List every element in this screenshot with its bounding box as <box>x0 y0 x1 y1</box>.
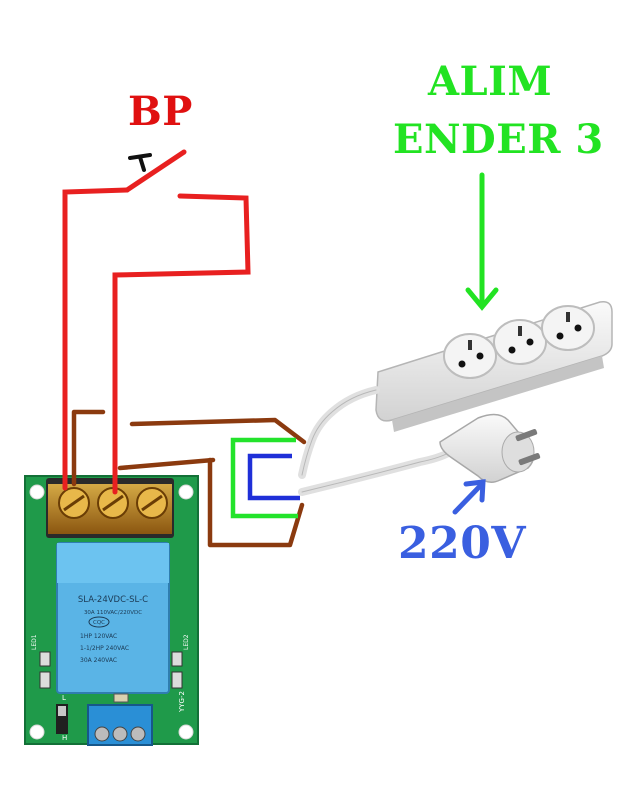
voltage-arrow <box>452 479 486 515</box>
brown-wire-top <box>71 409 106 487</box>
relay-rating-1: 30A 110VAC/220VDC <box>84 610 142 616</box>
brown-wire-middle <box>117 457 216 471</box>
led1 <box>39 651 51 667</box>
brown-wire-top-right <box>129 417 307 445</box>
outlet-3 <box>541 305 595 351</box>
plug-cable <box>298 448 454 496</box>
mount-hole-bl <box>29 724 45 740</box>
mains-voltage-label: 220V <box>398 518 526 569</box>
relay-cert: CQC <box>93 620 105 626</box>
push-button-icon <box>128 153 152 172</box>
blue-wire <box>247 453 300 501</box>
power-strip-cable <box>298 386 380 479</box>
mains-plug <box>298 413 541 496</box>
plug-pin-2 <box>518 453 541 466</box>
led2-label: LED2 <box>183 634 190 650</box>
terminal-screws <box>58 487 168 519</box>
relay-model: SLA-24VDC-SL-C <box>78 595 148 605</box>
relay-board: SLA-24VDC-SL-C 30A 110VAC/220VDC CQC 1HP… <box>24 475 199 746</box>
push-button-contact <box>124 149 187 193</box>
power-supply-label-line2: ENDER 3 <box>393 116 604 163</box>
red-wires <box>62 149 251 495</box>
outlet-1 <box>443 333 497 379</box>
power-supply-label-line1: ALIM <box>428 58 553 105</box>
red-wire-right <box>112 193 251 495</box>
pin-h-label: H <box>62 734 67 742</box>
plug-pin-1 <box>515 429 538 442</box>
led1-label: LED1 <box>31 634 38 650</box>
mount-hole-tr <box>178 484 194 500</box>
push-button-label: BP <box>128 88 193 135</box>
brown-wire-bottom <box>207 457 305 548</box>
power-strip <box>298 300 613 479</box>
green-wire <box>230 437 298 519</box>
pin-l-label: L <box>62 694 66 702</box>
board-code: YYG-2 <box>178 691 186 713</box>
relay-rating-3: 1-1/2HP 240VAC <box>80 645 129 652</box>
red-wire-left <box>62 187 130 491</box>
relay-rating-2: 1HP 120VAC <box>80 633 117 640</box>
brown-wires <box>71 409 307 548</box>
mount-hole-br <box>178 724 194 740</box>
relay-rating-4: 30A 240VAC <box>80 657 117 664</box>
mount-hole-tl <box>29 484 45 500</box>
alim-arrow <box>465 172 499 311</box>
outlet-2 <box>493 319 547 365</box>
led2 <box>171 651 183 667</box>
